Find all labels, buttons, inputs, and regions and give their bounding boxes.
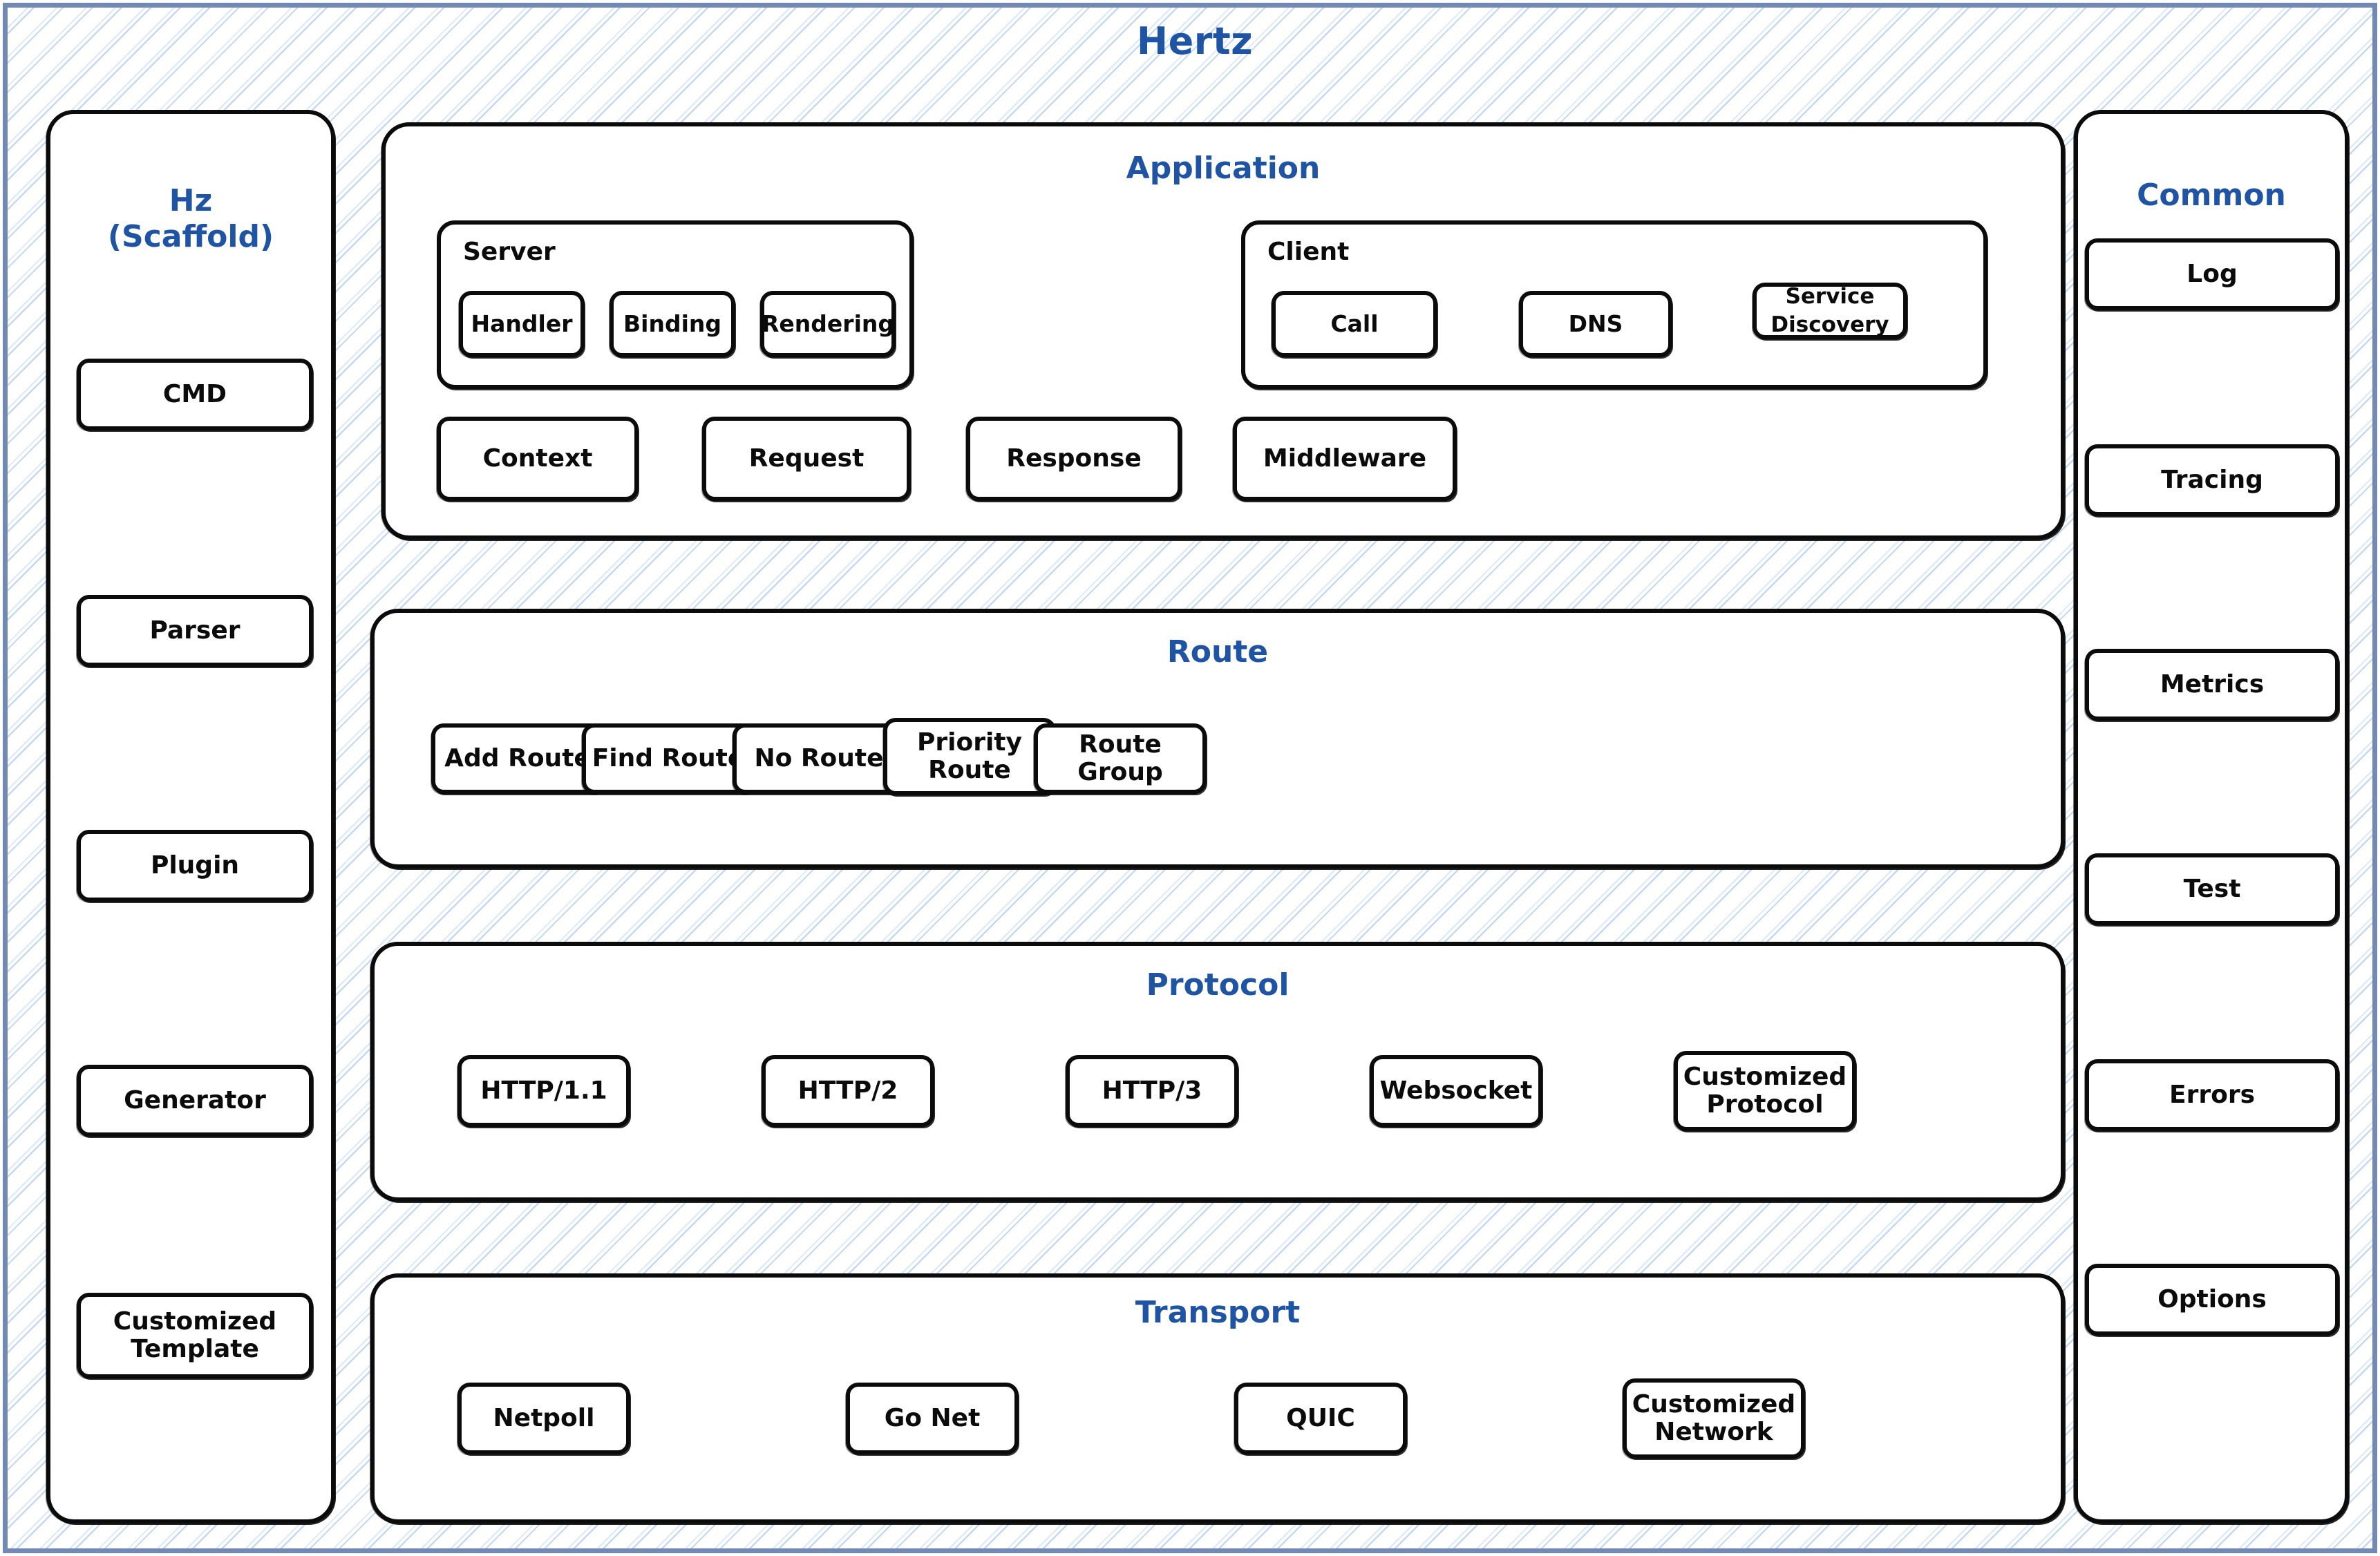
client-label: Client xyxy=(1267,238,1350,266)
common-panel: Common Log Tracing Metrics Test Errors O… xyxy=(2074,110,2349,1524)
application-item-context[interactable]: Context xyxy=(437,417,639,501)
client-item-call[interactable]: Call xyxy=(1272,291,1437,357)
application-item-request[interactable]: Request xyxy=(702,417,911,501)
protocol-title: Protocol xyxy=(1146,967,1290,1003)
transport-item-go-net[interactable]: Go Net xyxy=(846,1383,1019,1454)
transport-title: Transport xyxy=(1135,1295,1301,1330)
application-title: Application xyxy=(1126,151,1321,186)
protocol-item-http11[interactable]: HTTP/1.1 xyxy=(457,1055,630,1127)
route-title: Route xyxy=(1167,634,1269,670)
common-item-metrics[interactable]: Metrics xyxy=(2085,649,2339,721)
route-panel: Route Add Route Find Route No Route Prio… xyxy=(370,609,2065,869)
client-item-dns[interactable]: DNS xyxy=(1519,291,1672,357)
server-item-handler[interactable]: Handler xyxy=(459,291,585,357)
application-item-middleware[interactable]: Middleware xyxy=(1233,417,1457,501)
client-item-service-discovery[interactable]: Service Discovery xyxy=(1753,283,1907,339)
common-title: Common xyxy=(2137,178,2286,213)
route-item-no-route[interactable]: No Route xyxy=(733,723,905,794)
transport-panel: Transport Netpoll Go Net QUIC Customized… xyxy=(370,1273,2065,1524)
protocol-item-http2[interactable]: HTTP/2 xyxy=(762,1055,934,1127)
server-label: Server xyxy=(463,238,556,266)
transport-item-customized-network[interactable]: Customized Network xyxy=(1623,1378,1805,1459)
common-item-tracing[interactable]: Tracing xyxy=(2085,444,2339,516)
protocol-item-websocket[interactable]: Websocket xyxy=(1370,1055,1542,1127)
transport-item-netpoll[interactable]: Netpoll xyxy=(457,1383,630,1454)
server-item-binding[interactable]: Binding xyxy=(610,291,735,357)
common-item-errors[interactable]: Errors xyxy=(2085,1059,2339,1131)
server-item-rendering[interactable]: Rendering xyxy=(760,291,896,357)
route-item-find-route[interactable]: Find Route xyxy=(582,723,755,794)
route-item-priority-route[interactable]: Priority Route xyxy=(883,718,1056,795)
scaffold-item-plugin[interactable]: Plugin xyxy=(77,830,313,902)
diagram-frame: Hertz Hz (Scaffold) CMD Parser Plugin Ge… xyxy=(3,3,2377,1553)
common-item-options[interactable]: Options xyxy=(2085,1264,2339,1336)
protocol-item-customized-protocol[interactable]: Customized Protocol xyxy=(1674,1051,1856,1131)
route-item-route-group[interactable]: Route Group xyxy=(1034,723,1207,794)
scaffold-item-customized-template[interactable]: Customized Template xyxy=(77,1293,313,1378)
scaffold-item-generator[interactable]: Generator xyxy=(77,1065,313,1137)
scaffold-title: Hz (Scaffold) xyxy=(107,183,274,254)
scaffold-panel: Hz (Scaffold) CMD Parser Plugin Generato… xyxy=(46,110,335,1524)
common-item-log[interactable]: Log xyxy=(2085,238,2339,310)
route-item-add-route[interactable]: Add Route xyxy=(431,723,604,794)
protocol-panel: Protocol HTTP/1.1 HTTP/2 HTTP/3 Websocke… xyxy=(370,942,2065,1202)
protocol-item-http3[interactable]: HTTP/3 xyxy=(1066,1055,1238,1127)
application-panel: Application Server Handler Binding Rende… xyxy=(381,122,2065,540)
client-group: Client Call DNS Service Discovery xyxy=(1241,220,1987,389)
diagram-title: Hertz xyxy=(1136,19,1254,63)
scaffold-item-parser[interactable]: Parser xyxy=(77,595,313,667)
server-group: Server Handler Binding Rendering xyxy=(437,220,914,389)
application-item-response[interactable]: Response xyxy=(966,417,1182,501)
scaffold-item-cmd[interactable]: CMD xyxy=(77,359,313,430)
common-item-test[interactable]: Test xyxy=(2085,853,2339,925)
transport-item-quic[interactable]: QUIC xyxy=(1234,1383,1407,1454)
